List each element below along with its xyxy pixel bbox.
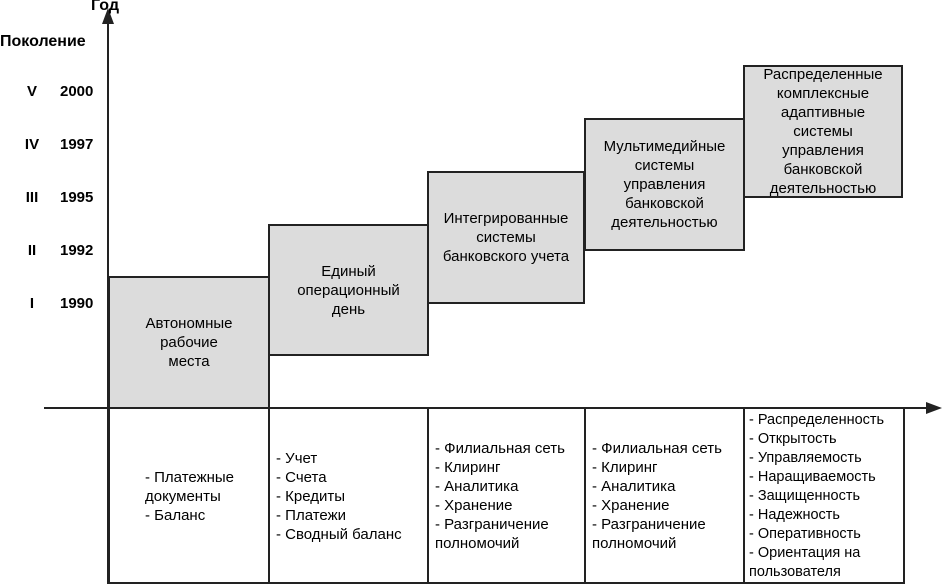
feature-list: - Филиальная сеть - Клиринг - Аналитика … [435,440,565,552]
generation-label: V [26,83,37,100]
feature-list: - Филиальная сеть - Клиринг - Аналитика … [592,440,722,552]
generation-label: II [27,242,37,259]
feature-list: - Платежные документы - Баланс [144,468,235,524]
step-box-4: Мультимедийные системы управления банков… [584,118,745,251]
year-label: 2000 [60,83,94,100]
year-label: 1990 [60,295,94,312]
step-label: Единый операционный день [297,262,400,318]
x-axis-arrow-icon [926,402,942,414]
generation-axis-label: Поколение [0,33,86,50]
step-box-5: Распределенные комплексные адаптивные си… [743,65,903,198]
feature-cell-5: - Распределенность - Открытость - Управл… [743,408,904,584]
step-box-2: Единый операционный день [268,224,429,356]
year-label: 1992 [60,242,94,259]
feature-cell-2: - Учет - Счета - Кредиты - Платежи - Сво… [268,408,428,584]
year-label: 1995 [60,189,94,206]
generation-label: III [25,189,39,206]
year-label: 1997 [60,136,94,153]
feature-cell-3: - Филиальная сеть - Клиринг - Аналитика … [427,408,585,584]
generation-label: IV [24,136,40,153]
step-label: Интегрированные системы банковского учет… [442,210,570,265]
step-label: Распределенные комплексные адаптивные си… [763,66,883,197]
generation-label: I [29,295,35,312]
step-label: Мультимедийные системы управления банков… [603,138,726,231]
y-axis-arrow-icon [102,8,114,24]
step-label: Автономные рабочие места [145,315,233,370]
feature-cell-1: - Платежные документы - Баланс [108,408,269,584]
feature-cell-4: - Филиальная сеть - Клиринг - Аналитика … [584,408,744,584]
feature-list: - Учет - Счета - Кредиты - Платежи - Сво… [276,449,402,543]
step-box-3: Интегрированные системы банковского учет… [427,171,585,304]
y-axis-label: Год [91,0,119,14]
feature-list: - Распределенность - Открытость - Управл… [749,411,885,580]
step-box-1: Автономные рабочие места [108,276,270,409]
